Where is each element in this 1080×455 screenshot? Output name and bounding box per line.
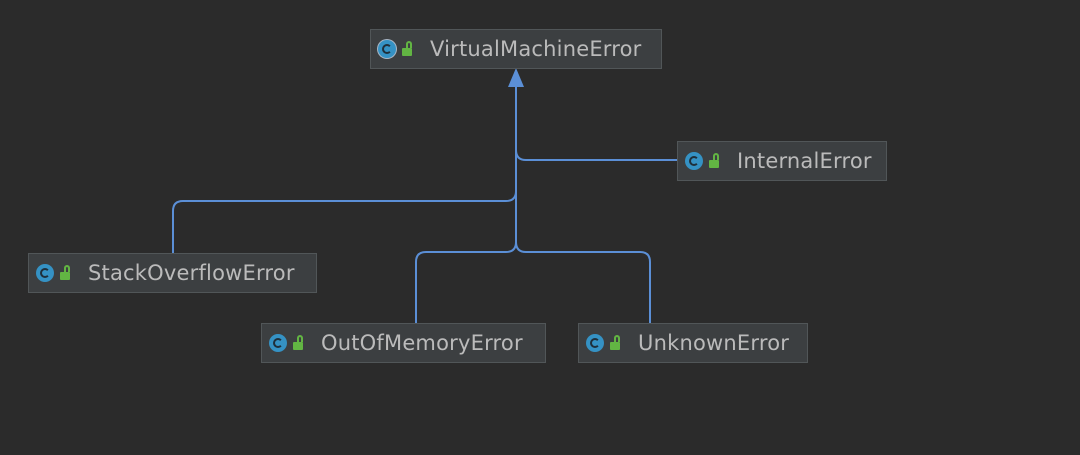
- edge-unknown-to-root: [515, 80, 651, 323]
- class-name: OutOfMemoryError: [321, 331, 523, 355]
- class-name: UnknownError: [638, 331, 790, 355]
- edge-internal-to-root: [515, 80, 677, 161]
- class-icon: [269, 334, 287, 352]
- public-lock-icon: [610, 335, 622, 351]
- class-node-unknownerror[interactable]: UnknownError: [578, 323, 808, 363]
- edge-outofmemory-to-root: [415, 80, 517, 323]
- class-name: InternalError: [737, 149, 872, 173]
- class-icon: [36, 264, 54, 282]
- class-node-stackoverflowerror[interactable]: StackOverflowError: [28, 253, 317, 293]
- class-node-outofmemoryerror[interactable]: OutOfMemoryError: [261, 323, 546, 363]
- class-icon: [586, 334, 604, 352]
- class-node-virtualmachineerror[interactable]: VirtualMachineError: [370, 29, 662, 69]
- public-lock-icon: [402, 41, 414, 57]
- public-lock-icon: [60, 265, 72, 281]
- inheritance-arrowhead: [508, 68, 524, 87]
- class-node-internalerror[interactable]: InternalError: [677, 141, 887, 181]
- class-name: StackOverflowError: [88, 261, 295, 285]
- class-icon: [378, 40, 396, 58]
- edge-stackoverflow-to-root: [172, 80, 517, 253]
- public-lock-icon: [709, 153, 721, 169]
- public-lock-icon: [293, 335, 305, 351]
- class-icon: [685, 152, 703, 170]
- class-name: VirtualMachineError: [430, 37, 642, 61]
